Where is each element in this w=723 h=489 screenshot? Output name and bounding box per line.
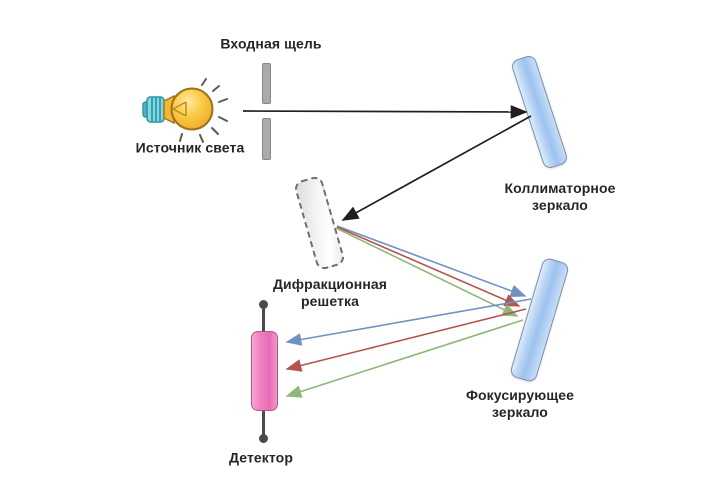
light-bulb-icon [142,78,228,143]
ray-green-grating-to-focusing [335,227,519,317]
detector-stem-bottom-dot [259,434,268,443]
diffraction-grating-label: Дифракционная решетка [272,276,388,309]
ray-red-focusing-to-detector [285,308,527,372]
light-rays [179,78,228,143]
ray-blue-grating-to-focusing [336,225,527,297]
ray-blue-focusing-to-detector [285,298,532,346]
detector-label: Детектор [229,449,293,466]
beam-collimator-to-grating [341,115,532,221]
detector-body [251,331,278,411]
entrance-slit-bottom-bar [262,118,271,160]
collimating-mirror-label: Коллиматорное зеркало [504,180,616,213]
detector-stem-top-dot [259,300,268,309]
beam-source-to-collimator [242,105,528,119]
ray-red-grating-to-focusing [336,226,521,307]
entrance-slit-label: Входная щель [220,35,322,52]
ray-green-focusing-to-detector [285,319,524,398]
focusing-mirror-label: Фокусирующее зеркало [465,387,575,420]
light-source-label: Источник света [135,139,245,156]
entrance-slit-top-bar [262,63,271,104]
